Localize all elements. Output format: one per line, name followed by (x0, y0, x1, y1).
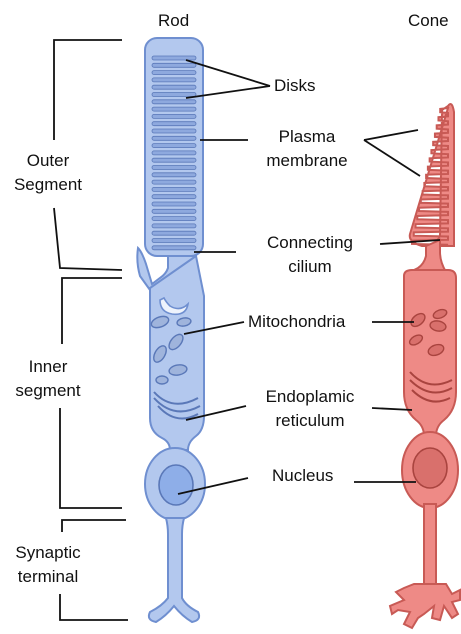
rod-cell (137, 38, 205, 622)
rod-disks (152, 56, 196, 250)
rod-disk (152, 209, 196, 213)
rod-disk (152, 173, 196, 177)
inner-segment-label-line1: Inner (8, 356, 88, 378)
mitochondria-label: Mitochondria (248, 311, 345, 333)
rod-disk (152, 107, 196, 111)
rod-disk (152, 151, 196, 155)
plasma-membrane-label-line2: membrane (252, 150, 362, 172)
cone-axon (424, 504, 436, 586)
rod-nucleus (159, 465, 193, 505)
rod-disk (152, 56, 196, 60)
rod-disk (152, 195, 196, 199)
er-label-line2: reticulum (248, 410, 372, 432)
rod-disk (152, 129, 196, 133)
synaptic-terminal-label-line2: terminal (6, 566, 90, 588)
rod-disk (152, 136, 196, 140)
rod-disk (152, 93, 196, 97)
cone-cell (390, 104, 460, 628)
rod-disk (152, 231, 196, 235)
cone-nucleus (413, 448, 447, 488)
rod-disk (152, 202, 196, 206)
connecting-cilium-label-line2: cilium (240, 256, 380, 278)
rod-disk (152, 100, 196, 104)
inner-segment-label-line2: segment (8, 380, 88, 402)
outer-segment-bracket (54, 40, 122, 140)
cone-title: Cone (408, 10, 449, 32)
plasma-membrane-label-line1: Plasma (252, 126, 362, 148)
outer-segment-label-line2: Segment (8, 174, 88, 196)
synaptic-terminal-label-line1: Synaptic (6, 542, 90, 564)
rod-disk (152, 122, 196, 126)
rod-title: Rod (158, 10, 189, 32)
rod-disk (152, 239, 196, 243)
cone-synaptic-terminal (390, 584, 460, 628)
rod-disk (152, 144, 196, 148)
rod-disk (152, 85, 196, 89)
rod-disk (152, 158, 196, 162)
nucleus-label: Nucleus (272, 465, 333, 487)
cone-outer-segment (410, 104, 454, 246)
rod-disk (152, 114, 196, 118)
rod-disk (152, 217, 196, 221)
rod-disk (152, 224, 196, 228)
outer-segment-label-line1: Outer (8, 150, 88, 172)
rod-disk (152, 63, 196, 67)
inner-segment-bracket (62, 278, 122, 344)
rod-disk (152, 166, 196, 170)
er-label-line1: Endoplamic (248, 386, 372, 408)
connecting-cilium-label-line1: Connecting (240, 232, 380, 254)
region-brackets (54, 40, 128, 620)
rod-disk (152, 246, 196, 250)
rod-synaptic-terminal (149, 518, 199, 622)
rod-disk (152, 187, 196, 191)
rod-disk (152, 180, 196, 184)
rod-disk (152, 71, 196, 75)
rod-disk (152, 78, 196, 82)
synaptic-terminal-bracket (62, 520, 126, 532)
disks-label: Disks (274, 75, 316, 97)
